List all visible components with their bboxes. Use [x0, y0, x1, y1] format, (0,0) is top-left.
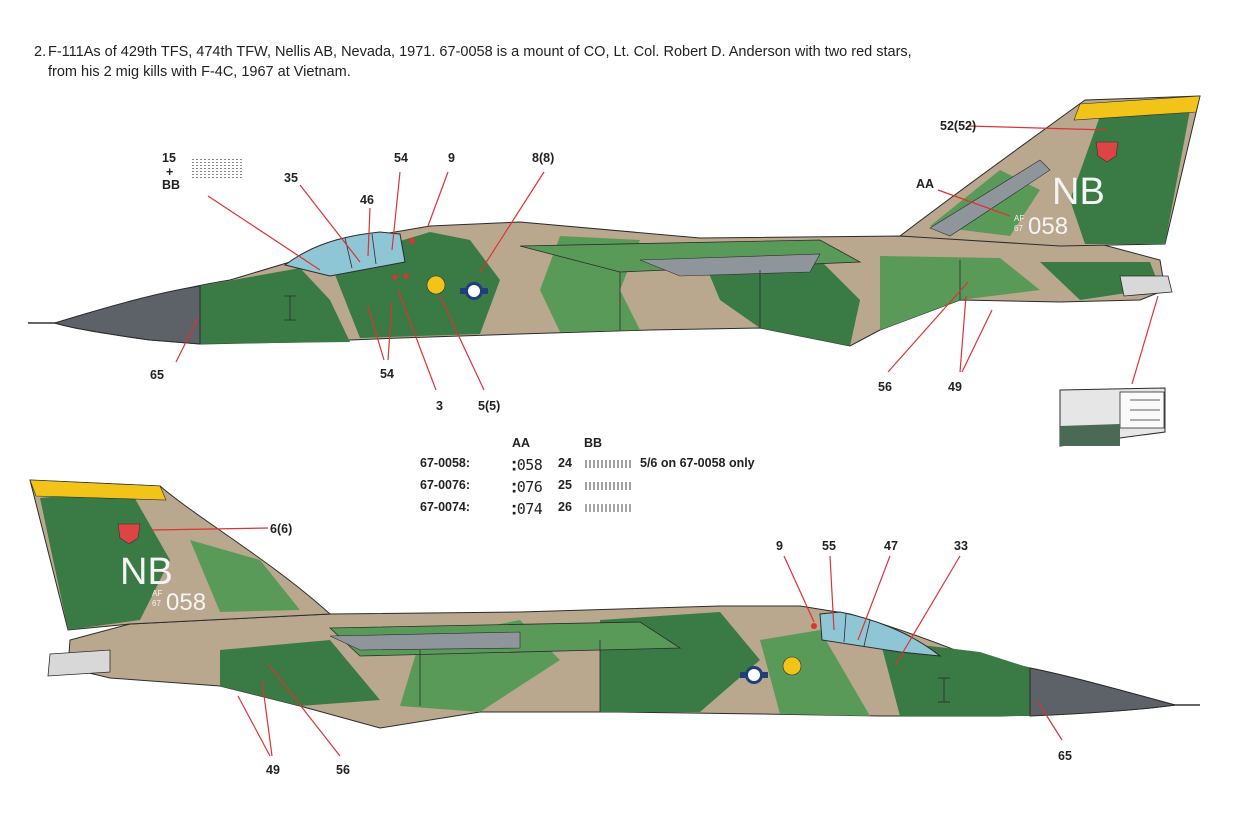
bottom-canopy [819, 611, 942, 657]
row-stencil [585, 460, 631, 468]
bottom-squadron-badge [782, 656, 802, 676]
callout-bottom-55: 55 [822, 539, 836, 553]
top-tail-year: 67 [1014, 224, 1023, 233]
row-aa-prefix: ▪▪ [512, 479, 516, 495]
callout-top-aa: AA [916, 177, 934, 191]
callout-top-bb: BB [162, 178, 180, 192]
table-row: 67-0076: ▪▪076 25 [420, 478, 840, 498]
top-red-star-2 [403, 273, 409, 279]
callout-top-15: 15 [162, 151, 176, 165]
row-serial: 67-0074: [420, 500, 471, 514]
top-tail-code: NB [1052, 171, 1105, 213]
aircraft-bottom-profile: NB AF 67 058 [29, 479, 1200, 729]
callout-bottom-49: 49 [266, 763, 280, 777]
top-leader-lines [175, 125, 1159, 391]
callout-bottom-65: 65 [1058, 749, 1072, 763]
top-tail-serial: 058 [1028, 213, 1068, 240]
callout-bottom-56: 56 [336, 763, 350, 777]
bottom-tail-code: NB [120, 551, 173, 593]
top-tail-af: AF [1014, 214, 1024, 223]
table-header-bb: BB [584, 436, 603, 450]
row-serial: 67-0058: [420, 456, 471, 470]
row-stencil [585, 504, 631, 512]
row-bb: 26 [558, 500, 572, 514]
row-aa-prefix: ▪▪ [512, 457, 516, 473]
caption-line-1: F-111As of 429th TFS, 474th TFW, Nellis … [48, 44, 912, 60]
callout-top-3: 3 [436, 399, 443, 413]
table-header-aa: AA [512, 436, 531, 450]
callout-bottom-47: 47 [884, 539, 898, 553]
top-nose [53, 285, 201, 345]
callout-top-49: 49 [948, 380, 962, 394]
row-aa-number: 074 [516, 500, 543, 518]
row-aa-number: 076 [516, 478, 543, 496]
caption-line-2: from his 2 mig kills with F-4C, 1967 at … [48, 64, 351, 80]
callout-top-5: 5(5) [478, 399, 500, 413]
row-note: 5/6 on 67-0058 only [640, 456, 755, 470]
callout-top-56: 56 [878, 380, 892, 394]
callout-bottom-33: 33 [954, 539, 968, 553]
row-bb: 24 [558, 456, 572, 470]
caption: 2.F-111As of 429th TFS, 474th TFW, Nelli… [34, 42, 1214, 82]
callout-top-35: 35 [284, 171, 298, 185]
callout-top-46: 46 [360, 193, 374, 207]
row-aa: ▪▪074 [512, 500, 543, 518]
top-tail-stripe [1073, 95, 1201, 121]
bottom-tail-af: AF [152, 589, 162, 598]
table-row: 67-0058: ▪▪058 24 5/6 on 67-0058 only [420, 456, 840, 476]
row-serial: 67-0076: [420, 478, 471, 492]
bottom-tail-serial: 058 [166, 589, 206, 616]
callout-top-65: 65 [150, 368, 164, 382]
bottom-nose [1029, 667, 1176, 717]
row-aa: ▪▪076 [512, 478, 543, 496]
callout-top-54a: 54 [394, 151, 408, 165]
row-bb: 25 [558, 478, 572, 492]
top-squadron-badge [426, 275, 446, 295]
nozzle-detail-inset [1059, 387, 1166, 447]
callout-bottom-9: 9 [776, 539, 783, 553]
row-aa-number: 058 [516, 456, 543, 474]
top-canopy [283, 231, 406, 277]
callout-top-plus: + [166, 165, 173, 179]
callout-top-54b: 54 [380, 367, 394, 381]
callout-top-9: 9 [448, 151, 455, 165]
row-aa: ▪▪058 [512, 456, 543, 474]
row-aa-prefix: ▪▪ [512, 501, 516, 517]
bottom-tail-stripe [29, 479, 167, 501]
table-row: 67-0074: ▪▪074 26 [420, 500, 840, 520]
caption-number: 2. [34, 44, 47, 60]
bottom-tail-year: 67 [152, 599, 161, 608]
row-stencil [585, 482, 631, 490]
aircraft-top-profile: NB AF 67 058 [28, 95, 1201, 347]
callout-top-8: 8(8) [532, 151, 554, 165]
bottom-leader-lines [151, 527, 1063, 757]
callout-bottom-6: 6(6) [270, 522, 292, 536]
top-red-star-1 [392, 274, 398, 280]
callout-top-52: 52(52) [940, 119, 976, 133]
